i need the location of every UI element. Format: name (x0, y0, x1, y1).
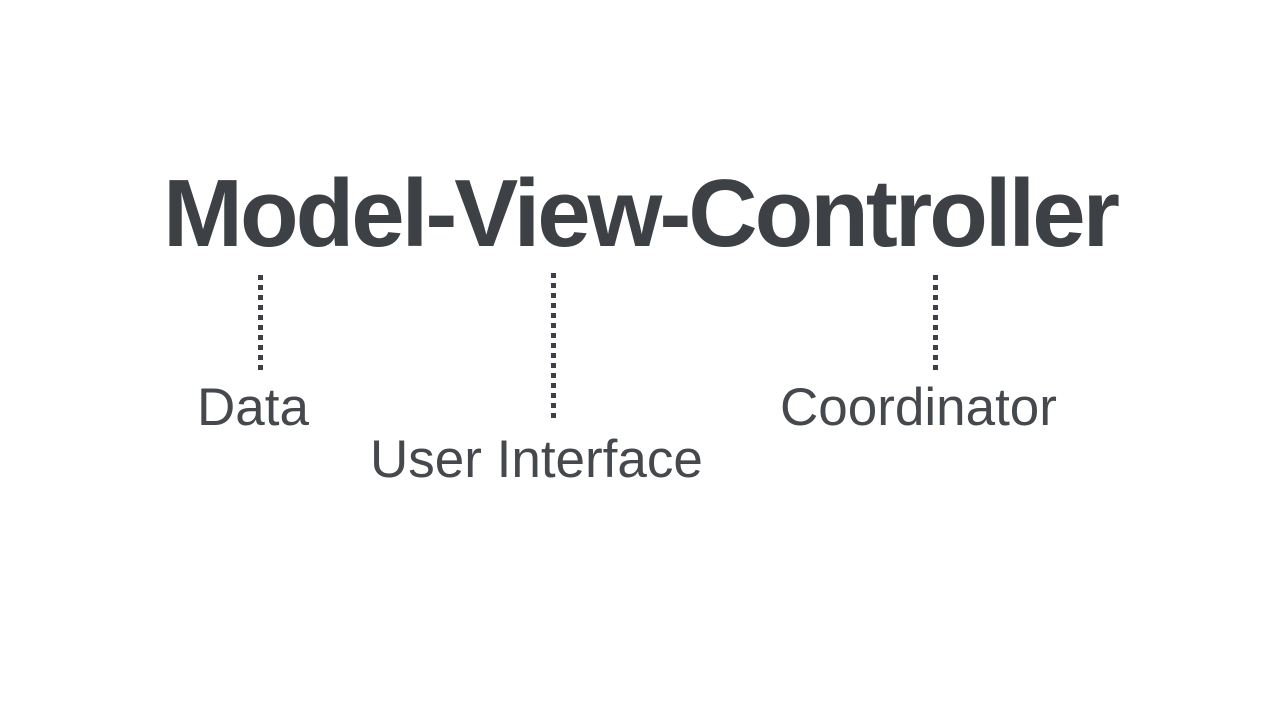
dotted-connector-model-to-data (258, 275, 263, 370)
label-user-interface: User Interface (370, 430, 703, 489)
diagram-title: Model-View-Controller (163, 160, 1120, 267)
label-data: Data (197, 378, 309, 437)
label-coordinator: Coordinator (780, 378, 1057, 437)
dotted-connector-controller-to-coordinator (933, 275, 938, 370)
dotted-connector-view-to-user-interface (551, 273, 556, 418)
